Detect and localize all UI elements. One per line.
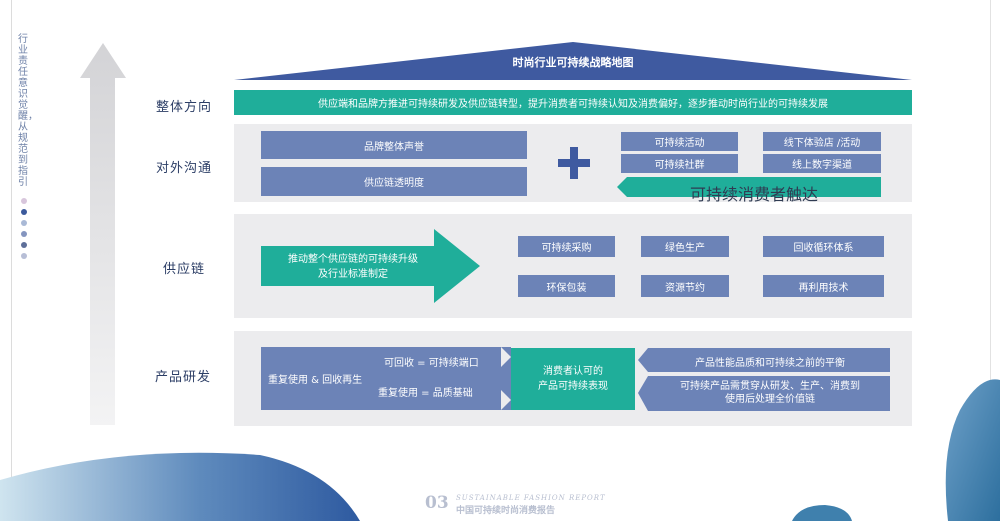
supply-box-green-production: 绿色生产 bbox=[641, 236, 729, 257]
product-value-chain-line2: 使用后处理全价值链 bbox=[725, 394, 815, 405]
product-value-chain-line1: 可持续产品需贯穿从研发、生产、消费到 bbox=[680, 381, 860, 392]
product-reuse-recycle-label: 重复使用 & 回收再生 bbox=[268, 375, 363, 386]
plus-icon bbox=[558, 159, 590, 167]
page-number: 03 bbox=[425, 493, 449, 513]
product-recyclable-label: 可回收 = 可持续端口 bbox=[384, 358, 479, 369]
comm-box-community: 可持续社群 bbox=[621, 154, 738, 173]
side-vertical-caption: 行业责任意识觉醒，从规范到指引 bbox=[18, 34, 38, 188]
side-dot bbox=[21, 253, 27, 259]
footer-chinese-title: 中国可持续时尚消费报告 bbox=[456, 506, 556, 516]
row-label-supply: 供应链 bbox=[163, 262, 206, 277]
side-dot bbox=[21, 209, 27, 215]
product-value-chain-label: 可持续产品需贯穿从研发、生产、消费到 使用后处理全价值链 bbox=[650, 380, 890, 406]
comm-box-supply-transparency: 供应链透明度 bbox=[261, 167, 527, 196]
page-title: 时尚行业可持续战略地图 bbox=[512, 56, 634, 69]
product-center-line2: 产品可持续表现 bbox=[538, 381, 608, 392]
comm-box-sustainable-activity: 可持续活动 bbox=[621, 132, 738, 151]
row-label-communication: 对外沟通 bbox=[156, 161, 213, 176]
left-divider-line bbox=[11, 0, 12, 521]
product-center-line1: 消费者认可的 bbox=[543, 366, 603, 377]
product-right-arrows bbox=[638, 348, 890, 411]
row-label-product: 产品研发 bbox=[155, 370, 212, 385]
supply-box-recycling-system: 回收循环体系 bbox=[763, 236, 884, 257]
roof-banner bbox=[234, 42, 912, 80]
supply-upgrade-line1: 推动整个供应链的可持续升级 bbox=[288, 254, 418, 265]
supply-box-resource-saving: 资源节约 bbox=[641, 275, 729, 297]
product-balance-label: 产品性能品质和可持续之前的平衡 bbox=[695, 358, 845, 369]
product-reuse-quality-label: 重复使用 = 品质基础 bbox=[378, 388, 473, 399]
direction-banner: 供应端和品牌方推进可持续研发及供应链转型，提升消费者可持续认知及消费偏好，逐步推… bbox=[234, 90, 912, 115]
side-dot bbox=[21, 231, 27, 237]
comm-box-online-channel: 线上数字渠道 bbox=[763, 154, 881, 173]
supply-upgrade-line2: 及行业标准制定 bbox=[318, 269, 388, 280]
side-dot bbox=[21, 220, 27, 226]
supply-upgrade-label: 推动整个供应链的可持续升级 及行业标准制定 bbox=[268, 252, 438, 282]
consumer-reach-label: 可持续消费者触达 bbox=[689, 185, 818, 204]
consumer-reach-arrow bbox=[617, 177, 881, 197]
footer-english-title: SUSTAINABLE FASHION REPORT bbox=[456, 494, 606, 502]
side-dot bbox=[21, 198, 27, 204]
product-left-arrow-overlay bbox=[261, 347, 511, 410]
supply-box-reuse-tech: 再利用技术 bbox=[763, 275, 884, 297]
supply-box-procurement: 可持续采购 bbox=[518, 236, 615, 257]
side-dot bbox=[21, 242, 27, 248]
supply-upgrade-arrow bbox=[261, 229, 480, 303]
right-divider-line bbox=[990, 0, 991, 521]
comm-box-brand-reputation: 品牌整体声誉 bbox=[261, 131, 527, 159]
product-center-box: 消费者认可的 产品可持续表现 bbox=[511, 348, 635, 410]
supply-box-eco-packaging: 环保包装 bbox=[518, 275, 615, 297]
comm-box-offline-store: 线下体验店 /活动 bbox=[763, 132, 881, 151]
row-label-direction: 整体方向 bbox=[156, 100, 213, 115]
